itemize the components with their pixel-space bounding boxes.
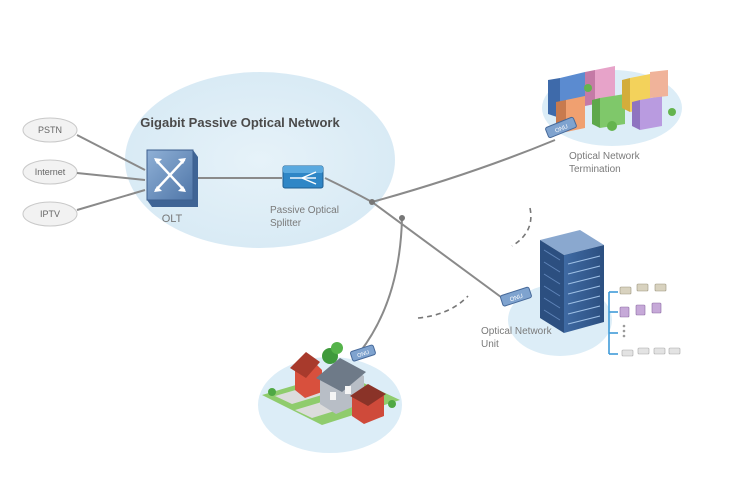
onu-label: Optical Network [481, 326, 553, 337]
onu-badge: ONU [357, 350, 371, 359]
link-junction-onu [371, 201, 506, 301]
link-splitter-junction [324, 177, 373, 203]
olt-label: OLT [162, 213, 183, 225]
link-pstn-olt [76, 134, 146, 171]
phone-icon [621, 347, 681, 357]
service-label: PSTN [38, 125, 62, 135]
junction-dot [399, 215, 405, 221]
service-pstn: PSTN [22, 117, 78, 143]
phone-icon [619, 283, 667, 295]
house-icon [262, 342, 400, 425]
service-iptv: IPTV [22, 201, 78, 227]
link-junction-ont [371, 139, 556, 203]
link-junction2-house [359, 217, 403, 353]
olt-switch-icon [146, 149, 198, 207]
onu-badge: ONU [509, 294, 524, 304]
splitter-label: Splitter [270, 218, 302, 229]
onu-box-icon: ONU [545, 116, 577, 139]
onu-box-icon: ONU [350, 344, 376, 362]
onu-label: Unit [481, 339, 499, 350]
onu-badge: ONU [554, 124, 569, 135]
diagram-title: Gigabit Passive Optical Network [140, 115, 340, 130]
ont-label: Termination [569, 164, 621, 175]
office-tower-icon [540, 230, 604, 333]
service-label: Internet [35, 167, 66, 177]
service-internet: Internet [22, 159, 78, 185]
splitter-icon [282, 165, 324, 189]
phone-tree [608, 283, 681, 357]
phone-icon [619, 302, 662, 318]
service-label: IPTV [40, 209, 60, 219]
link-iptv-olt [76, 189, 146, 211]
fiber-links [76, 134, 556, 353]
junction-dot [369, 199, 375, 205]
dashed-arc [511, 207, 532, 247]
splitter-label: Passive Optical [270, 205, 339, 216]
link-internet-olt [76, 172, 146, 181]
onu-box-icon: ONU [500, 286, 532, 307]
ont-label: Optical Network [569, 151, 641, 162]
dashed-arc [417, 295, 469, 319]
